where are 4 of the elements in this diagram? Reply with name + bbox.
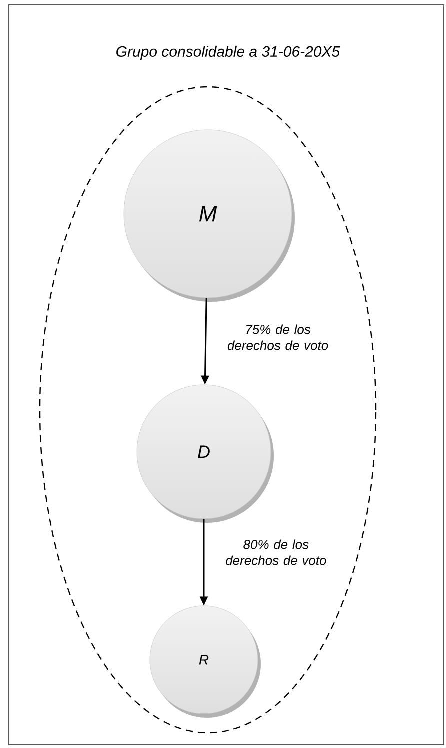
group-ellipse [39, 86, 377, 734]
edge-label: 80% de los derechos de voto [216, 538, 336, 566]
title: Grupo consolidable a 31-06-20X5 [116, 46, 340, 60]
edge-label: 75% de los derechos de voto [218, 324, 338, 352]
